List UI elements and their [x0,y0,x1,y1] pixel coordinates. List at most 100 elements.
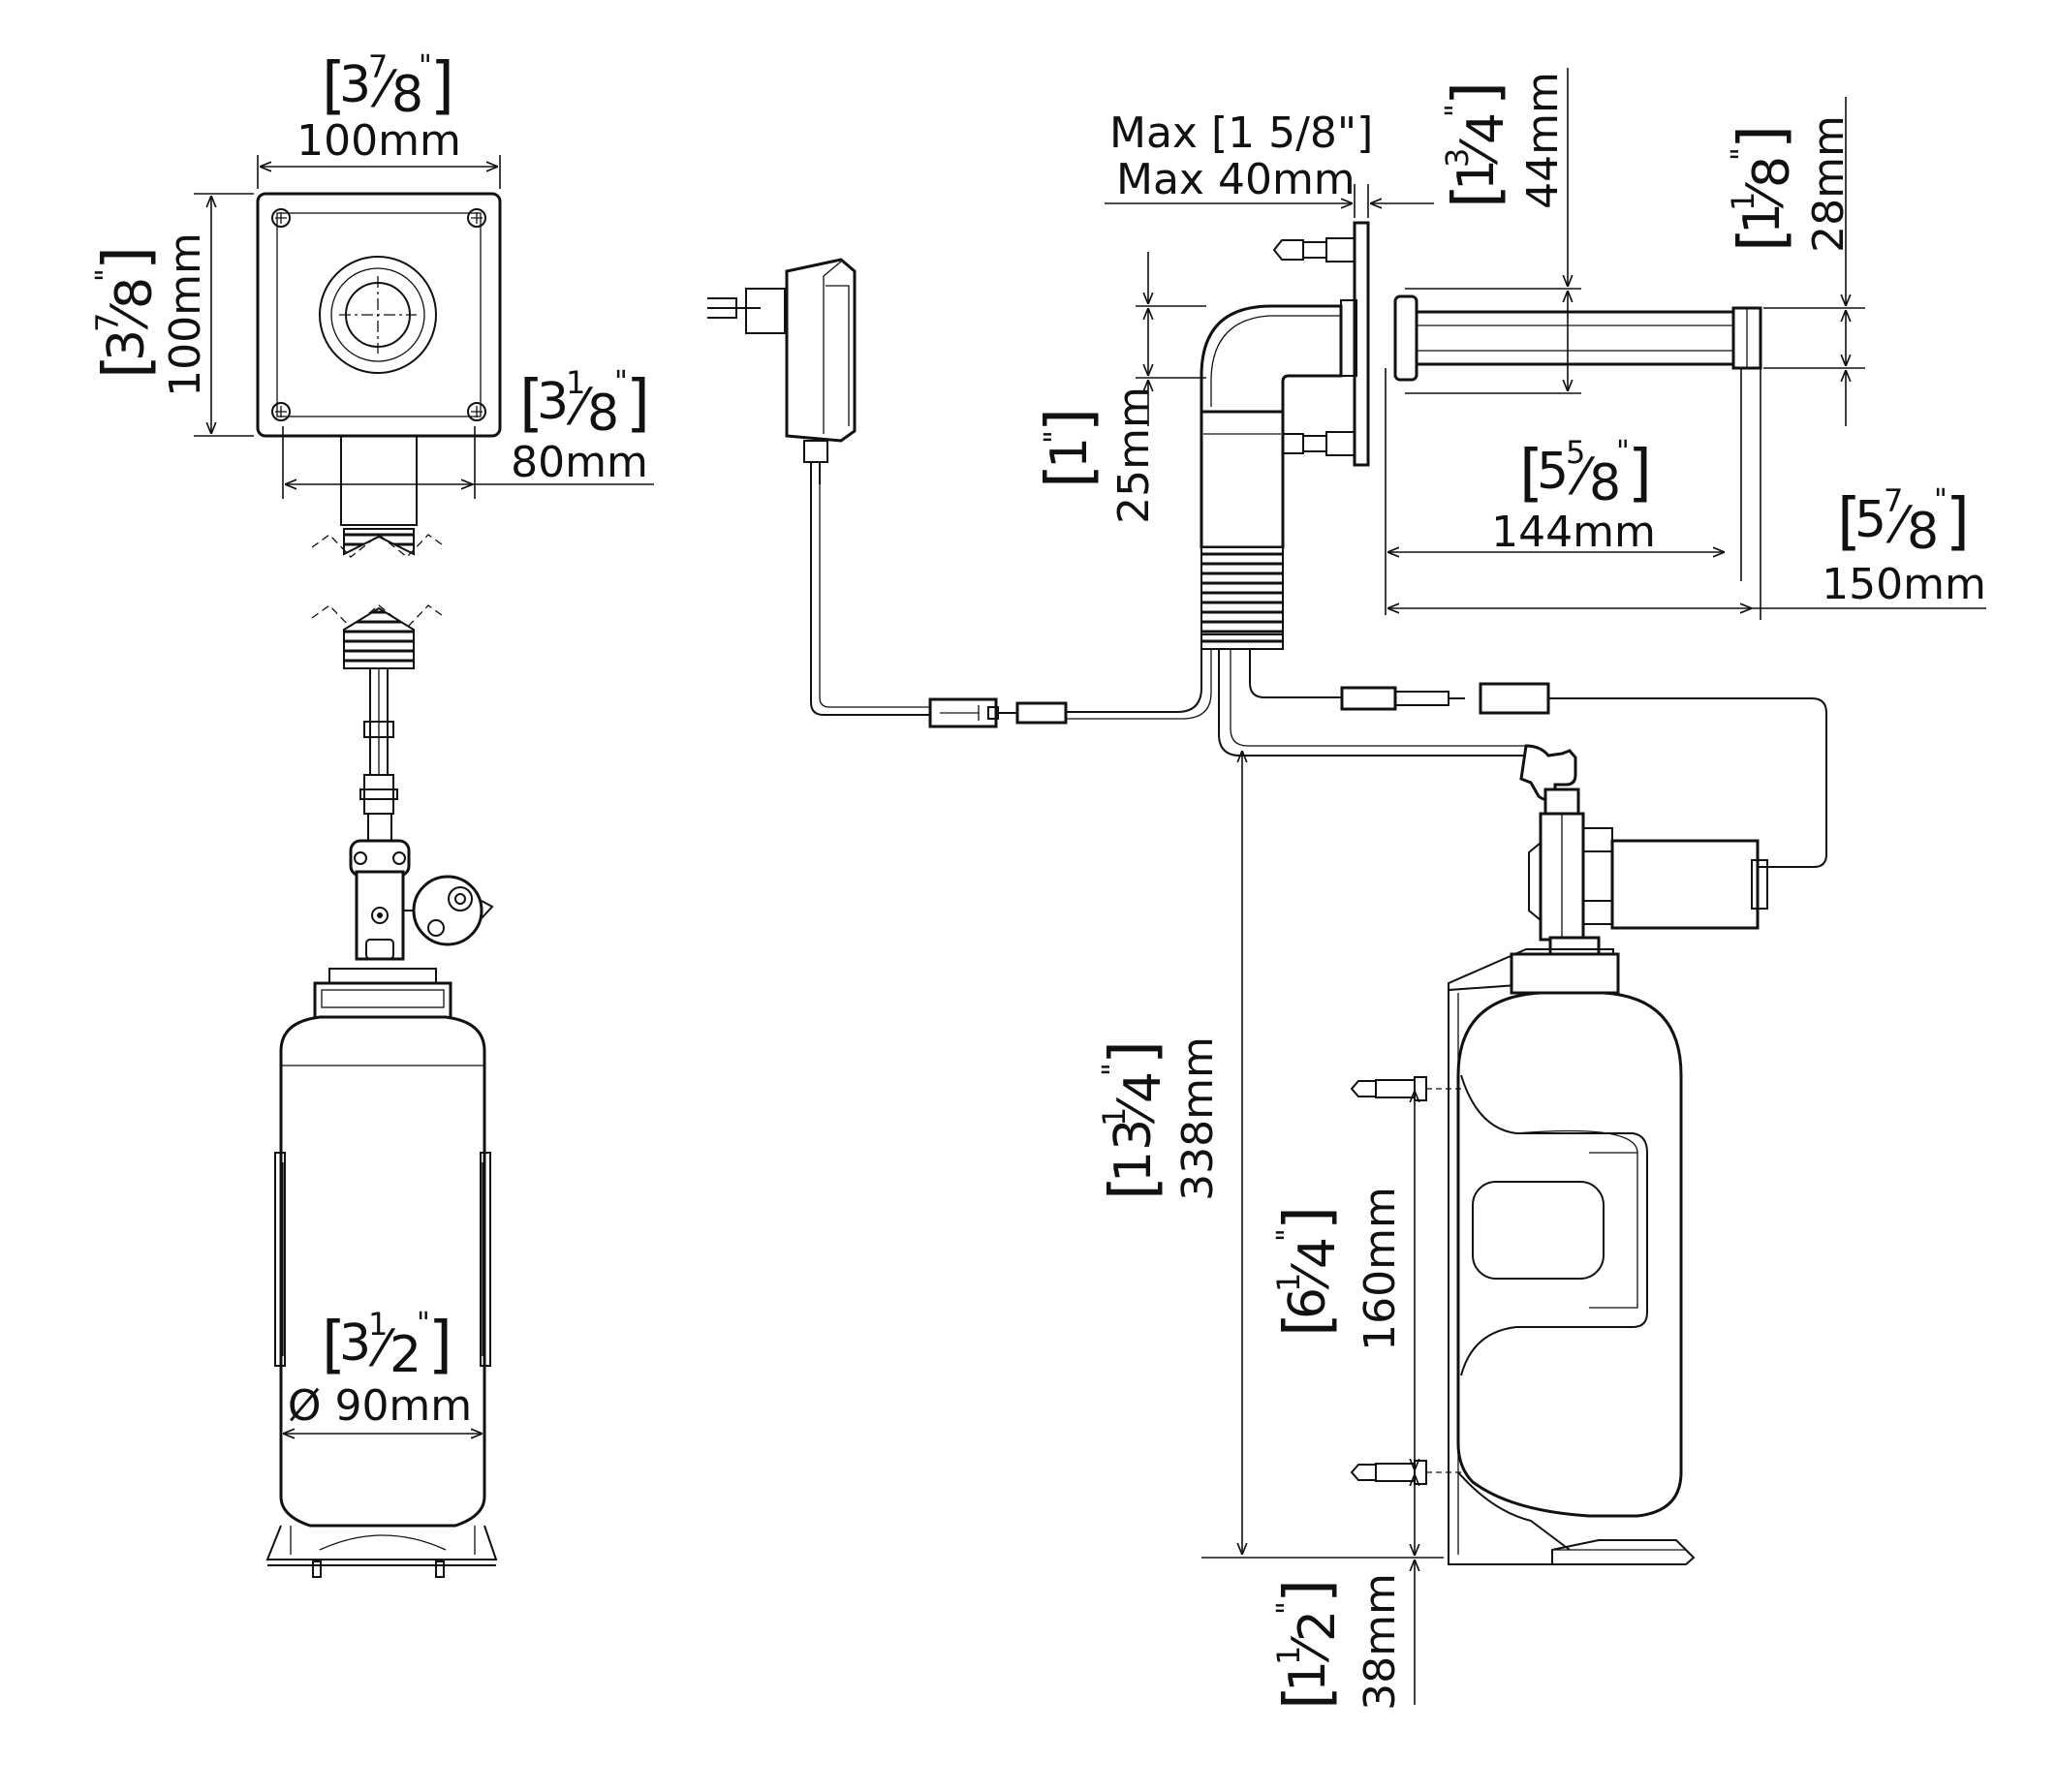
dim-label-inch: 3 [339,56,371,114]
dim-label-inch: [ [322,50,346,122]
dim-label-inch: ] [1946,486,1970,558]
dim-label-mm: Ø 90mm [288,1381,472,1431]
wall-plate [1340,221,1418,467]
dim-label-inch: 7 [368,48,388,85]
dim-label-inch: ] [1441,81,1512,106]
dim-label-inch: [ [1837,486,1861,558]
dim-label-inch: [ [1098,1176,1169,1200]
pump-motor [1528,788,1768,976]
soap-bottle-front [1448,948,1696,1565]
dim-label-mm: 80mm [511,438,648,487]
dim-top-view-width: [ 3 7 ⁄ 8 " ] 100mm [296,48,461,166]
dim-label-inch: 8 [391,66,423,124]
dim-label-inch: " [1726,147,1760,161]
dim-label-inch: 1 [1733,202,1792,234]
dim-label-mm: 25mm [1109,386,1159,524]
dim-label-inch: 7 [1884,482,1903,519]
soap-bottle-side [265,968,498,1578]
dim-label-inch: 1 [566,364,585,401]
dim-label-inch: 3 [339,1314,371,1373]
dim-label-inch: ] [1628,438,1652,510]
dim-label-inch: [ [1727,228,1798,252]
dim-label-inch: ] [1727,125,1798,149]
dim-label-mm: 338mm [1173,1036,1223,1201]
dim-label-mm: 150mm [1822,560,1986,609]
mounting-stud-icon [1272,237,1356,456]
dim-label-inch: 1 [1725,192,1761,211]
dim-nozzle-height: [ 1 1 ⁄ 8 " ] 28mm [1725,115,1854,253]
faucet-spout [1415,306,1762,370]
dim-bottom-clearance: [ 1 1 ⁄ 2 " ] 38mm [1270,1573,1405,1711]
dim-label-mm: Max 40mm [1116,155,1356,204]
dim-label-inch: 4 [1457,112,1515,144]
dim-label-mm: 28mm [1804,115,1854,253]
dim-label-mm: 144mm [1491,508,1656,557]
dim-plate-width: [ 3 1 ⁄ 8 " ] 80mm [511,364,650,487]
dim-label-inch: 4 [1114,1071,1172,1103]
dim-total-height: [ 13 1 ⁄ 4 " ] 338mm [1096,1036,1223,1201]
dim-label-inch: ] [1034,408,1106,432]
dim-label-mm: 44mm [1518,72,1568,209]
dim-label-inch: [ [1272,1685,1344,1710]
dim-label-inch: 1 [1448,159,1506,191]
dim-label-inch: [ [1441,184,1512,208]
elbow-body [1200,304,1343,650]
dim-label-inch: " [1039,430,1073,444]
dim-total-reach: [ 5 7 ⁄ 8 " ] 150mm [1822,482,1986,609]
dim-label-inch: 8 [106,277,164,309]
dim-label-inch: [ [1272,1313,1344,1337]
dim-label-inch: 7 [89,313,126,332]
dim-label-inch: 13 [1105,1119,1163,1183]
dim-max-wall: Max [1 5/8"] Max 40mm [1109,108,1373,204]
dim-label-inch: ] [428,1310,452,1381]
dim-label-inch: ] [626,368,650,440]
dim-label-inch: 3 [1439,148,1476,168]
dim-label-inch: 1 [1270,1646,1307,1665]
dim-label-inch: [ [322,1310,346,1381]
pump-valve [349,774,494,961]
dim-label-inch: " [419,49,432,83]
dim-label-inch: ] [430,50,454,122]
dim-label-inch: 8 [1743,156,1801,188]
dim-label-inch: ] [1098,1040,1169,1065]
dim-label-inch: " [1097,1063,1131,1076]
dim-label-inch: [ [1034,464,1106,488]
dim-label-inch: 5 [1854,491,1886,549]
dim-label-inch: [ [519,368,544,440]
dim-top-view-height: 100mm [ 3 7 ⁄ 8 " ] [89,232,210,397]
dim-label-inch: 3 [537,373,569,431]
dim-label-inch: " [614,365,628,399]
dim-label-inch: [ [91,355,163,379]
dim-label-inch: ] [91,246,163,270]
dim-label-inch: 5 [1537,443,1569,501]
dim-label-inch: 2 [1289,1610,1347,1642]
dim-label-inch: 8 [1907,503,1939,561]
cables-and-tubes [987,649,1827,868]
dim-label-inch: " [90,268,124,282]
dim-bottle-diameter: [ 3 1 ⁄ 2 " ] Ø 90mm [288,1306,472,1431]
dim-spout-reach: [ 5 5 ⁄ 8 " ] 144mm [1491,434,1656,557]
dim-label-inch: 1 [1096,1107,1133,1127]
screw-icon [271,208,486,421]
dim-label-inch: 2 [390,1326,421,1384]
dim-label-inch: " [1271,1228,1305,1242]
dim-label-inch: 1 [368,1306,388,1343]
dim-label-mm: 160mm [1356,1187,1405,1351]
dim-label-inch: ] [1272,1579,1344,1603]
dim-bracket-spacing: [ 6 1 ⁄ 4 " ] 160mm [1270,1187,1405,1351]
dim-spout-height: [ 1 3 ⁄ 4 " ] 44mm [1439,72,1568,209]
dim-label-inch: 5 [1566,434,1585,471]
dim-label-inch: ] [1272,1206,1344,1230]
top-view-plate [256,192,502,438]
dim-label-inch: " [1616,435,1630,469]
dim-label-inch: [ [1519,438,1543,510]
dim-body-offset: [ 1 " ] 25mm [1034,386,1159,524]
dim-label-inch: " [1934,483,1948,517]
dim-label-mm: 100mm [161,232,210,397]
dim-label-inch: 6 [1279,1287,1337,1319]
dim-label-inch: " [417,1307,430,1341]
dim-label-inch: Max [1 5/8"] [1109,108,1373,158]
dim-label-inch: 1 [1041,437,1099,469]
dim-label-inch: 1 [1270,1273,1307,1292]
